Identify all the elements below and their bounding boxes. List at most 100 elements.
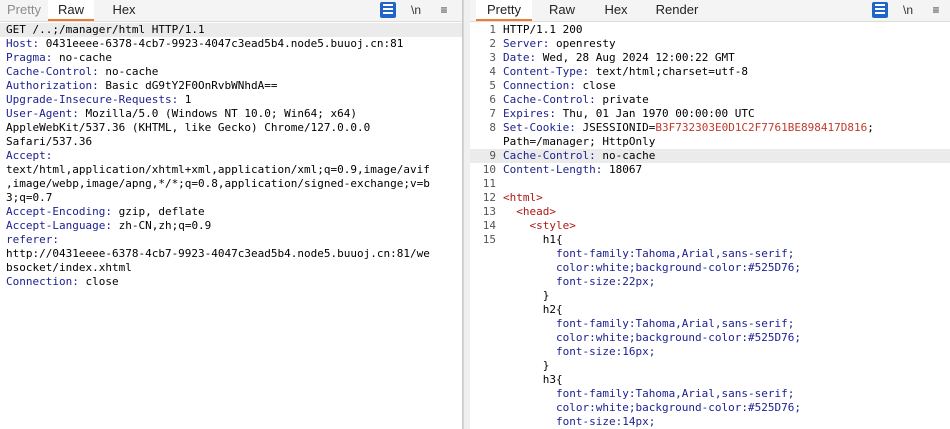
header-value: JSESSIONID=	[575, 121, 656, 134]
request-tab-pretty[interactable]: Pretty	[7, 2, 41, 17]
header-value: HTTP/1.1 200	[503, 23, 583, 36]
header-name: Cache-Control:	[503, 149, 596, 162]
response-line: 13 <head>	[470, 205, 950, 219]
indent	[503, 219, 530, 232]
request-line: referer:	[0, 233, 462, 247]
response-line: h2{	[470, 303, 950, 317]
header-name: Accept-Language:	[6, 219, 112, 232]
css-declaration: color:white;background-color:#525D76;	[503, 401, 802, 414]
line-number: 7	[489, 107, 496, 120]
line-number: 9	[489, 149, 496, 162]
request-line: bsocket/index.xhtml	[0, 261, 462, 275]
request-line: Connection: close	[0, 275, 462, 289]
css-selector: h1{	[503, 233, 563, 246]
response-tab-pretty[interactable]: Pretty	[476, 0, 532, 21]
header-value: Path=/manager; HttpOnly	[503, 135, 656, 148]
request-tabbar: Pretty Raw Hex \n ≡	[0, 0, 462, 22]
header-name: Set-Cookie:	[503, 121, 576, 134]
response-line: 12<html>	[470, 191, 950, 205]
line-text: font-family:Tahoma,Arial,sans-serif;	[503, 247, 794, 261]
cookie-value: B3F732303E0D1C2F7761BE898417D816	[655, 121, 868, 134]
html-tag: <html>	[503, 191, 543, 204]
line-text: <head>	[503, 205, 556, 219]
request-line: text/html,application/xhtml+xml,applicat…	[0, 163, 462, 177]
response-line: font-family:Tahoma,Arial,sans-serif;	[470, 387, 950, 401]
header-name: Content-Length:	[503, 163, 603, 176]
css-declaration: font-family:Tahoma,Arial,sans-serif;	[503, 317, 795, 330]
line-text: Set-Cookie: JSESSIONID=B3F732303E0D1C2F7…	[503, 121, 874, 135]
css-selector: h2{	[503, 303, 563, 316]
line-text: font-size:14px;	[503, 415, 655, 429]
line-text: font-family:Tahoma,Arial,sans-serif;	[503, 317, 794, 331]
css-declaration: font-size:22px;	[503, 275, 656, 288]
header-value: close	[575, 79, 616, 92]
response-line: color:white;background-color:#525D76;	[470, 261, 950, 275]
line-text: font-size:16px;	[503, 345, 655, 359]
newline-toggle-icon[interactable]: \n	[902, 3, 913, 17]
header-name: Expires:	[503, 107, 556, 120]
request-line: Cache-Control: no-cache	[0, 65, 462, 79]
header-name: Authorization:	[6, 79, 99, 92]
request-tab-raw[interactable]: Raw	[48, 0, 94, 21]
header-value: Safari/537.36	[6, 135, 93, 148]
response-tabbar: Pretty Raw Hex Render \n ≡	[470, 0, 950, 22]
line-number: 8	[489, 121, 496, 134]
response-line: color:white;background-color:#525D76;	[470, 331, 950, 345]
response-line: 8 Set-Cookie: JSESSIONID=B3F732303E0D1C2F…	[470, 121, 950, 135]
line-number: 14	[482, 219, 496, 232]
newline-toggle-icon[interactable]: \n	[410, 3, 421, 17]
response-line: h3{	[470, 373, 950, 387]
response-line: 15 h1{	[470, 233, 950, 247]
header-name: Cache-Control:	[6, 65, 99, 78]
response-tab-render[interactable]: Render	[655, 2, 699, 17]
line-text: Cache-Control: no-cache	[503, 149, 655, 163]
line-number: 4	[489, 65, 496, 78]
css-declaration: font-size:16px;	[503, 345, 656, 358]
header-name: Server:	[503, 37, 550, 50]
response-line: font-family:Tahoma,Arial,sans-serif;	[470, 247, 950, 261]
response-tab-raw[interactable]: Raw	[548, 2, 575, 17]
wrap-lines-icon[interactable]	[380, 2, 396, 18]
response-line: font-size:14px;	[470, 415, 950, 429]
line-text: Expires: Thu, 01 Jan 1970 00:00:00 UTC	[503, 107, 755, 121]
header-value: no-cache	[595, 149, 656, 162]
response-line: }	[470, 289, 950, 303]
response-line: font-family:Tahoma,Arial,sans-serif;	[470, 317, 950, 331]
line-text: color:white;background-color:#525D76;	[503, 331, 801, 345]
header-name: referer:	[6, 233, 59, 246]
line-text: }	[503, 359, 550, 373]
header-value: gzip, deflate	[111, 205, 205, 218]
request-line: http://0431eeee-6378-4cb7-9923-4047c3ead…	[0, 247, 462, 261]
css-declaration: font-size:14px;	[503, 415, 656, 428]
line-text: Path=/manager; HttpOnly	[503, 135, 655, 149]
response-line: color:white;background-color:#525D76;	[470, 401, 950, 415]
css-selector: }	[503, 359, 550, 372]
line-text: color:white;background-color:#525D76;	[503, 401, 801, 415]
request-line: Pragma: no-cache	[0, 51, 462, 65]
indent	[503, 205, 516, 218]
header-value: Wed, 28 Aug 2024 12:00:22 GMT	[536, 51, 735, 64]
wrap-lines-icon[interactable]	[872, 2, 888, 18]
menu-icon[interactable]: ≡	[932, 3, 940, 17]
request-line: 3;q=0.7	[0, 191, 462, 205]
header-value: text/html,application/xhtml+xml,applicat…	[6, 163, 430, 176]
header-name: User-Agent:	[6, 107, 79, 120]
line-text: Connection: close	[503, 79, 616, 93]
header-value: zh-CN,zh;q=0.9	[111, 219, 212, 232]
line-text: <html>	[503, 191, 543, 205]
line-text: font-size:22px;	[503, 275, 655, 289]
response-line: 7 Expires: Thu, 01 Jan 1970 00:00:00 UTC	[470, 107, 950, 121]
header-value: 1	[178, 93, 192, 106]
header-value: 3;q=0.7	[6, 191, 53, 204]
response-tab-hex[interactable]: Hex	[604, 2, 628, 17]
line-text: h1{	[503, 233, 563, 247]
menu-icon[interactable]: ≡	[440, 3, 448, 17]
request-tab-hex[interactable]: Hex	[112, 2, 136, 17]
